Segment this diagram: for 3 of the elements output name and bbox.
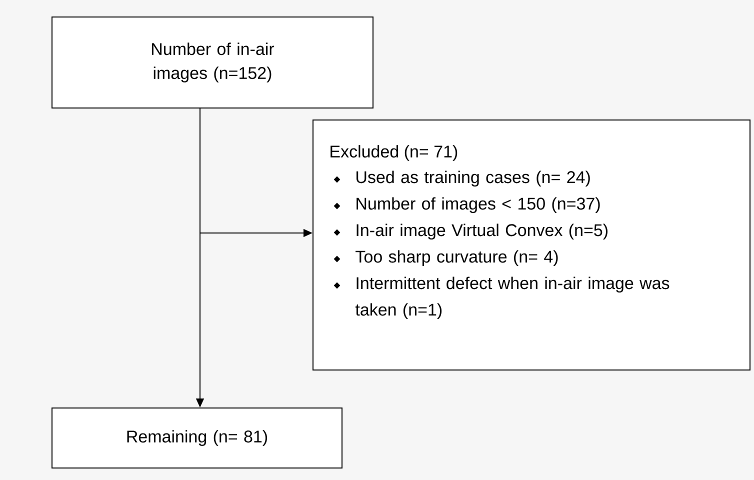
flow-box: Number of in-air images (n=152) <box>52 16 374 108</box>
exclusion-box: Excluded (n= 71) Used as training cases (n= 24) Number of images < 150 (n=37) In-air image Virtual Convex (n=5) Too sharp curvature (n= 4) Intermittent defect when in-air image was taken (n=1) <box>312 120 750 370</box>
flow-box: Remaining (n= 81) <box>52 408 342 468</box>
